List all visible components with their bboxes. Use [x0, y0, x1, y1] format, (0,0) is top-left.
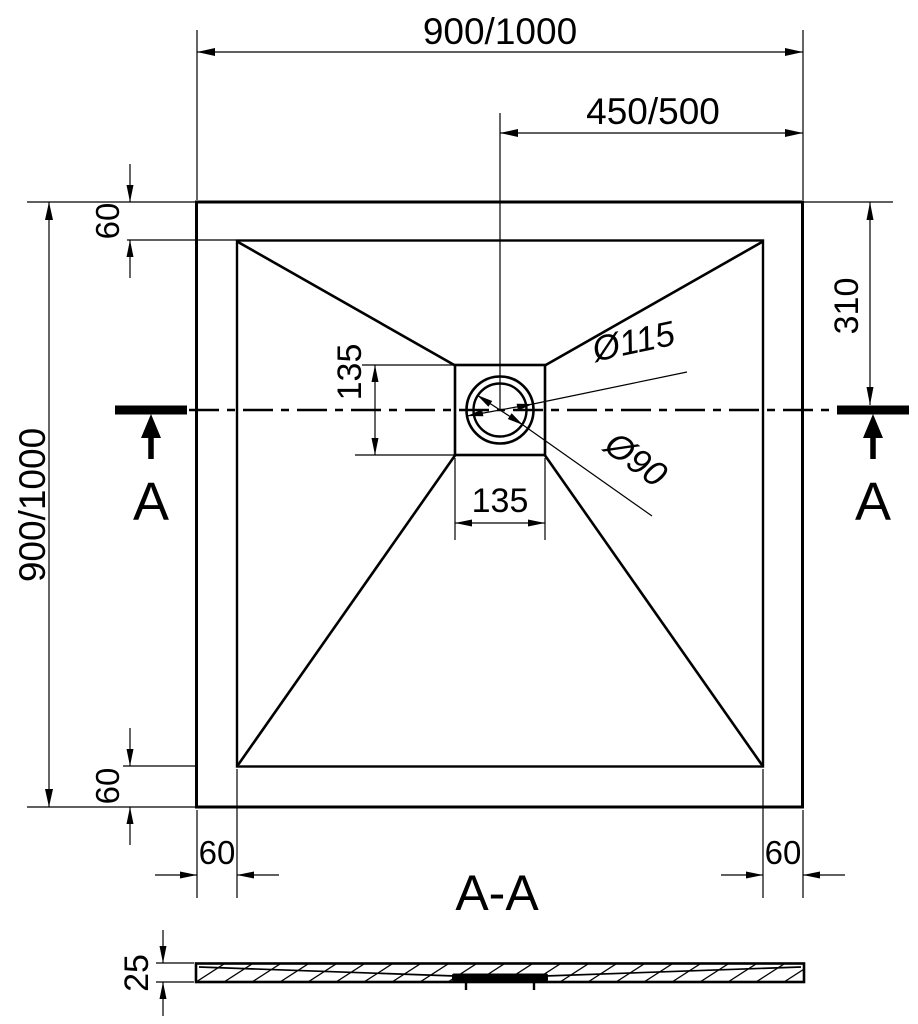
dim-recess-height: 135	[331, 344, 454, 456]
dim-rim-top-label: 60	[89, 203, 126, 240]
dim-overall-depth-label: 900/1000	[12, 428, 53, 582]
floor-slope-diagonals	[236, 240, 764, 766]
profile-outline	[194, 962, 806, 984]
dim-drain-offset-vertical-label: 310	[828, 278, 866, 335]
dim-recess-width: 135	[454, 458, 546, 540]
dim-overall-width-label: 900/1000	[423, 11, 577, 52]
dim-drain-outer-diameter-label: Ø115	[588, 314, 679, 370]
section-marker-left: A	[115, 405, 187, 532]
section-title: A-A	[455, 865, 539, 921]
dim-drain-offset-vertical: 310	[803, 201, 893, 405]
dim-rim-top: 60	[89, 164, 236, 278]
dim-rim-left: 60	[155, 769, 279, 898]
dim-overall-width: 900/1000	[196, 11, 804, 200]
dim-recess-width-label: 135	[472, 482, 529, 520]
dim-rim-right-label: 60	[765, 834, 802, 871]
dim-recess-height-label: 135	[331, 344, 369, 401]
plan-view: A A 900/1000 450/500	[12, 11, 909, 898]
profile-drain-recess	[452, 973, 548, 982]
dim-overall-depth: 900/1000	[12, 201, 196, 808]
dim-drain-offset-horizontal: 450/500	[499, 91, 803, 410]
dim-rim-left-label: 60	[199, 834, 236, 871]
profile-hatch	[196, 964, 804, 982]
section-view: A-A 25	[118, 865, 806, 1016]
dim-rim-bottom: 60	[89, 728, 196, 845]
profile-slope-right	[544, 966, 802, 977]
dim-tray-thickness-label: 25	[118, 954, 156, 992]
dim-tray-thickness: 25	[118, 930, 194, 1016]
section-label-left: A	[133, 472, 169, 532]
section-profile	[194, 962, 806, 990]
profile-slope-left	[198, 966, 456, 977]
section-marker-right: A	[837, 405, 909, 532]
section-label-right: A	[855, 472, 891, 532]
dim-rim-bottom-label: 60	[89, 768, 126, 805]
dim-rim-right: 60	[721, 769, 845, 898]
dim-drain-offset-horizontal-label: 450/500	[586, 91, 720, 132]
